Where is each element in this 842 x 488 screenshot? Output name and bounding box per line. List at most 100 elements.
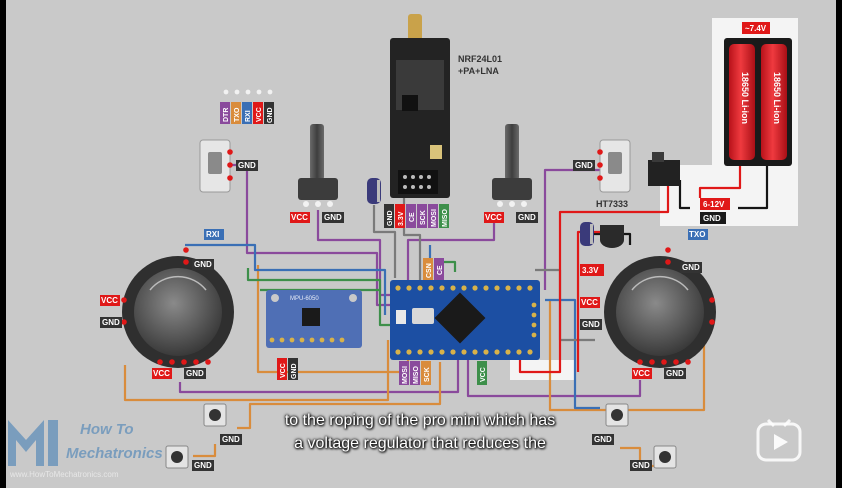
subtitle-line-2: a voltage regulator that reduces the: [294, 435, 546, 452]
wire-red-2: [518, 185, 670, 374]
wire-orange-1: [123, 340, 390, 402]
pot-right-gnd-label: GND: [518, 213, 536, 222]
joy-right-gnd-top-tag: [680, 262, 702, 273]
nrf-cap: [430, 145, 442, 159]
battery-voltage-label: ~7.4V: [745, 24, 767, 33]
nrf-pin-sck: SCK: [420, 210, 427, 225]
mpu-pins: [269, 337, 345, 343]
toggle-left-gnd-label: GND: [238, 161, 256, 170]
watermark-line2: Mechatronics: [66, 445, 163, 462]
wire-black-1: [738, 163, 769, 210]
joy-left-gnd-bottom-tag: [184, 368, 206, 379]
mpu-mount-holes: [271, 294, 357, 302]
nrf-label-line2: +PA+LNA: [458, 66, 499, 76]
ftdi-pin-gnd: GND: [267, 107, 274, 123]
joy-right-vcc-side-label: VCC: [581, 298, 598, 307]
nrf-header-pins: [403, 175, 431, 189]
joy-left-vcc-side-tag: [100, 295, 120, 306]
joy-left-vcc-bottom-label: VCC: [153, 369, 170, 378]
btn-right-upper-gnd-label: GND: [594, 435, 612, 444]
mpu-label: MPU-6050: [290, 296, 319, 302]
pot-right-body: [492, 178, 532, 200]
promini-top-pins: [395, 285, 533, 291]
btn-left-upper-gnd-tag: [220, 434, 242, 445]
btn-right-upper-gnd-tag: [592, 434, 614, 445]
joy-left-vcc-side-label: VCC: [101, 296, 118, 305]
joy-right-gnd-bottom-tag: [664, 368, 686, 379]
pin-label-csn: CSN: [426, 263, 433, 278]
antenna: [408, 14, 422, 44]
joy-right-gnd-side-tag: [580, 319, 602, 330]
letterbox-left: [0, 0, 6, 488]
pin-label-miso: MISO: [413, 366, 420, 384]
push-button-right-upper: [605, 403, 629, 427]
promini-side-pins: [531, 302, 537, 338]
pin-label-vcc: VCC: [480, 367, 487, 382]
nrf-pin-mosi: MOSI: [431, 209, 438, 227]
mpu-pin-vcc: VCC: [280, 363, 287, 378]
supply-voltage-label: 6-12V: [703, 200, 725, 209]
nrf-label-line1: NRF24L01: [458, 54, 502, 64]
joy-right-gnd-side-label: GND: [582, 320, 600, 329]
supply-gnd-label: GND: [703, 214, 721, 223]
wire-black-2: [678, 180, 690, 210]
wire-red-1: [698, 163, 742, 198]
promini-bottom-labels: MOSI MISO SCK VCC: [399, 361, 487, 385]
potentiometer-left: [298, 124, 338, 207]
ftdi-pin-rxi: RXI: [245, 110, 252, 122]
capacitor-nrf: [367, 178, 381, 204]
pot-right-vcc-tag: [484, 212, 504, 223]
push-button-right-lower: [653, 445, 677, 469]
pot-left-vcc-label: VCC: [291, 213, 308, 222]
letterbox-right: [836, 0, 842, 488]
potentiometer-right: [492, 124, 532, 207]
joy-right-vcc-bottom-tag: [632, 368, 652, 379]
battery-voltage-tag: [742, 22, 770, 34]
wire-purple-3: [406, 218, 496, 285]
play-button[interactable]: [752, 418, 806, 466]
toggle-right-gnd-tag: [573, 160, 595, 171]
watermark-line1: How To: [80, 421, 134, 438]
pot-left-shaft: [310, 124, 324, 180]
watermark-m-mark: [8, 420, 44, 466]
watermark-logo: How To Mechatronics www.HowToMechatronic…: [8, 420, 163, 479]
joy-left-gnd-bottom-label: GND: [186, 369, 204, 378]
battery-cell-left-label: 18650 Li-ion: [740, 72, 750, 124]
btn-right-lower-gnd-tag: [630, 460, 652, 471]
joy-left-gnd-top-tag: [192, 259, 214, 270]
promini-top-labels: CSN CE: [423, 258, 444, 280]
wire-purple-5: [466, 360, 642, 398]
toggle-left-gnd-tag: [236, 160, 258, 171]
ftdi-pin-dtr: DTR: [223, 108, 230, 122]
nrf-chip: [402, 95, 418, 111]
joy-left-rxi-label: RXI: [206, 230, 219, 239]
nrf-pin-3v3: 3.3V: [398, 211, 405, 226]
tag-labels: ~7.4V 6-12V GND 3.3V GND GND VCC GND VCC…: [100, 22, 770, 471]
pin-label-mosi: MOSI: [402, 366, 409, 384]
subtitle-line-1: to the roping of the pro mini which has: [284, 412, 556, 429]
joy-right-gnd-bottom-label: GND: [666, 369, 684, 378]
ht7333-label: HT7333: [596, 199, 628, 209]
play-icon: [756, 418, 802, 462]
btn-right-lower-gnd-label: GND: [632, 461, 650, 470]
battery-cell-right-label: 18650 Li-ion: [772, 72, 782, 124]
wire-orange-4: [237, 362, 442, 430]
joy-left-gnd-side-tag: [100, 317, 122, 328]
ht7333-regulator: HT7333: [596, 199, 628, 248]
toggle-switch-left: [199, 139, 233, 193]
battery-pack: 18650 Li-ion 18650 Li-ion: [724, 38, 792, 166]
joy-left-vcc-bottom-tag: [152, 368, 172, 379]
ftdi-header-pins: [223, 89, 273, 95]
push-button-left-upper: [203, 403, 227, 427]
supply-gnd-tag: [700, 212, 726, 224]
joy-right-gnd-top-label: GND: [682, 263, 700, 272]
wire-gray-2: [372, 205, 397, 278]
toggle-right-gnd-label: GND: [575, 161, 593, 170]
joy-left-gnd-top-label: GND: [194, 260, 212, 269]
pot-left-body: [298, 178, 338, 200]
pot-left-gnd-label: GND: [324, 213, 342, 222]
btn-left-lower-gnd-tag: [192, 460, 214, 471]
nrf24l01-module: NRF24L01 +PA+LNA: [390, 14, 502, 198]
joy-right-vcc-side-tag: [580, 297, 600, 308]
